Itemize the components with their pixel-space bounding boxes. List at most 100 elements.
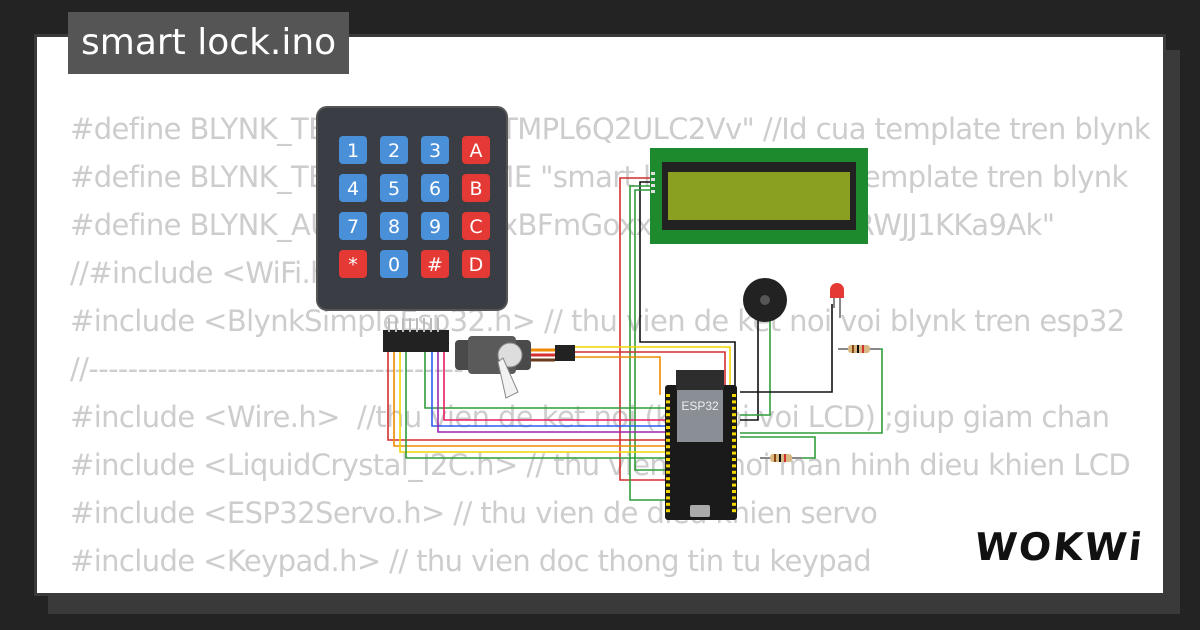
keypad[interactable]: 1 2 3 A 4 5 6 B 7 8 9 C * 0 # D xyxy=(316,106,508,352)
esp32-pin xyxy=(732,400,736,404)
esp32-pin xyxy=(732,438,736,442)
file-title: smart lock.ino xyxy=(68,12,350,74)
esp32-pin xyxy=(666,483,670,487)
esp32-board[interactable]: ESP32 xyxy=(665,370,737,520)
code-line: //-------------------------------------- xyxy=(70,352,464,386)
esp32-pin xyxy=(732,458,736,461)
resistor-1 xyxy=(838,345,880,353)
esp32-pin xyxy=(732,483,736,487)
keypad-key[interactable]: B xyxy=(462,174,490,202)
esp32-pin xyxy=(732,451,736,455)
wire-kp-1 xyxy=(387,352,665,441)
esp32-pin xyxy=(732,477,736,481)
keypad-key-label: 8 xyxy=(388,216,400,238)
servo-motor[interactable] xyxy=(455,336,575,399)
keypad-key[interactable]: 1 xyxy=(339,136,367,164)
wire-led-green xyxy=(740,348,883,434)
esp32-pin xyxy=(666,490,670,493)
wire-buzzer-green xyxy=(740,318,771,416)
esp32-pin xyxy=(666,509,670,513)
esp32-pin xyxy=(666,413,670,417)
wire-kp-5 xyxy=(424,352,665,409)
wire-buzzer-black xyxy=(740,318,759,421)
keypad-key[interactable]: * xyxy=(339,250,367,278)
esp32-pin xyxy=(666,458,670,461)
esp32-pin xyxy=(732,490,736,493)
esp32-pin xyxy=(732,470,736,474)
keypad-key-label: 7 xyxy=(347,216,359,238)
esp32-pin xyxy=(732,464,736,468)
keypad-key[interactable]: 4 xyxy=(339,174,367,202)
keypad-key-label: 0 xyxy=(388,254,400,276)
wire-led-black xyxy=(740,304,833,393)
wire-green-lcd-2 xyxy=(634,189,668,471)
esp32-pin xyxy=(666,432,670,436)
keypad-key-label: 9 xyxy=(429,216,441,238)
keypad-key[interactable]: 7 xyxy=(339,212,367,240)
wire-resistor2-green xyxy=(740,436,816,459)
esp32-pin xyxy=(666,470,670,474)
keypad-key[interactable]: # xyxy=(421,250,449,278)
keypad-key[interactable]: 2 xyxy=(380,136,408,164)
wokwi-logo[interactable]: WOKWi xyxy=(972,525,1146,569)
esp32-pin xyxy=(732,426,736,429)
keypad-key[interactable]: 3 xyxy=(421,136,449,164)
keypad-key[interactable]: D xyxy=(462,250,490,278)
esp32-pin xyxy=(732,509,736,513)
code-line: #include <Keypad.h> // thu vien doc thon… xyxy=(70,544,872,578)
wire-kp-2 xyxy=(393,352,665,447)
esp32-pin xyxy=(666,445,670,449)
esp32-pin xyxy=(732,394,736,397)
esp32-pin xyxy=(732,432,736,436)
buzzer[interactable] xyxy=(743,278,787,322)
wire-orange-servo xyxy=(575,356,661,395)
keypad-key-label: C xyxy=(469,216,482,238)
keypad-key[interactable]: 8 xyxy=(380,212,408,240)
keypad-key-label: B xyxy=(469,178,482,200)
esp32-pin xyxy=(732,502,736,506)
keypad-key-label: * xyxy=(348,254,358,276)
wire-kp-7 xyxy=(437,352,665,433)
esp32-pin xyxy=(732,419,736,423)
resistor-2 xyxy=(760,454,802,462)
wire-black-lcd xyxy=(639,181,736,392)
lcd-screen xyxy=(668,172,850,220)
keypad-key-label: 3 xyxy=(429,140,441,162)
code-line: #include <ESP32Servo.h> // thu vien de d… xyxy=(70,496,878,530)
esp32-pin xyxy=(666,406,670,410)
keypad-key-label: 4 xyxy=(347,178,359,200)
keypad-key-label: 6 xyxy=(429,178,441,200)
keypad-key[interactable]: 6 xyxy=(421,174,449,202)
keypad-key[interactable]: C xyxy=(462,212,490,240)
esp32-pin xyxy=(732,496,736,500)
keypad-key[interactable]: 9 xyxy=(421,212,449,240)
lcd-display[interactable] xyxy=(650,148,868,244)
keypad-key-label: 2 xyxy=(388,140,400,162)
keypad-key-label: 1 xyxy=(347,140,359,162)
esp32-pin xyxy=(666,451,670,455)
esp32-pin xyxy=(666,464,670,468)
keypad-key[interactable]: 5 xyxy=(380,174,408,202)
esp32-pin xyxy=(666,419,670,423)
keypad-connector xyxy=(383,330,449,352)
keypad-key-label: 5 xyxy=(388,178,400,200)
esp32-pin xyxy=(666,502,670,506)
wire-yellow-servo xyxy=(575,346,731,392)
wire-green-lcd-1 xyxy=(629,185,668,501)
wire-red-servo xyxy=(575,351,726,388)
keypad-key-label: # xyxy=(427,254,443,276)
code-line: #include <Wire.h> //thu vien de ket noi … xyxy=(70,400,1110,434)
mcu-label: ESP32 xyxy=(681,399,719,413)
keypad-key[interactable]: A xyxy=(462,136,490,164)
esp32-pin xyxy=(666,438,670,442)
keypad-key-label: A xyxy=(470,140,483,162)
esp32-pin xyxy=(666,394,670,397)
esp32-pin xyxy=(666,477,670,481)
keypad-key[interactable]: 0 xyxy=(380,250,408,278)
wires xyxy=(387,177,883,501)
keypad-key-label: D xyxy=(469,254,484,276)
led[interactable] xyxy=(830,283,844,318)
esp32-pin xyxy=(732,406,736,410)
esp32-pin xyxy=(666,400,670,404)
